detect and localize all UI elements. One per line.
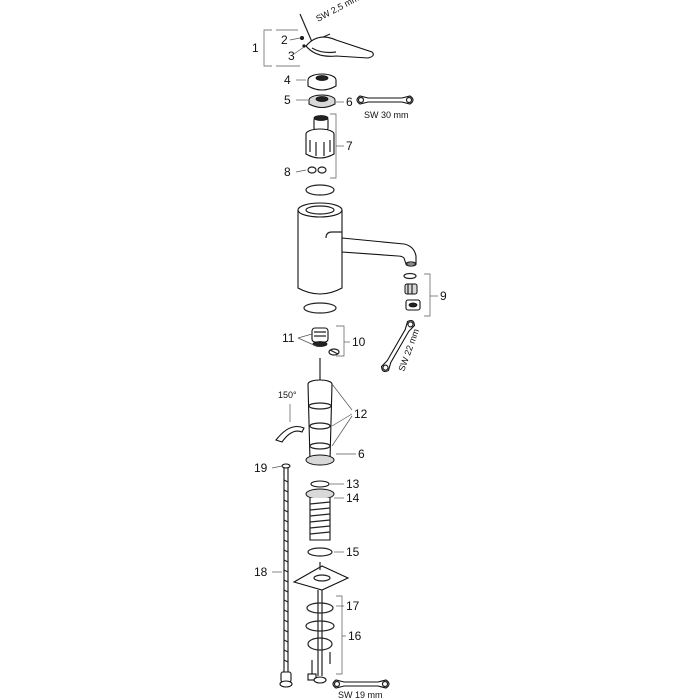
wrench-30-size-label: SW 30 mm <box>364 110 409 120</box>
washer <box>307 547 333 557</box>
wrench-22-size-label: SW 22 mm <box>396 327 421 372</box>
label-part-18: 18 <box>254 565 268 579</box>
seal-pair <box>307 166 327 174</box>
mounting-shaft <box>305 358 335 466</box>
center-hose <box>313 590 327 684</box>
retaining-clip <box>275 425 305 443</box>
angle-label: 150° <box>278 390 297 400</box>
triangle-plate <box>292 562 350 591</box>
nut <box>308 94 336 108</box>
label-part-1: 1 <box>252 41 259 55</box>
label-part-10: 10 <box>352 335 366 349</box>
side-hose <box>279 463 293 688</box>
label-part-6-bottom: 6 <box>358 447 365 461</box>
valve-insert <box>311 327 340 356</box>
label-part-8: 8 <box>284 165 291 179</box>
cartridge <box>305 115 335 159</box>
bracket-10 <box>336 325 345 357</box>
label-part-3: 3 <box>288 49 295 63</box>
label-part-2: 2 <box>281 33 288 47</box>
cap-ring <box>307 73 337 91</box>
mounting-set <box>305 602 335 681</box>
wrench-19-size-label: SW 19 mm <box>338 690 383 700</box>
label-part-19: 19 <box>254 461 268 475</box>
label-part-9: 9 <box>440 289 447 303</box>
bracket-9 <box>424 273 431 317</box>
label-part-14: 14 <box>346 491 360 505</box>
label-part-17: 17 <box>346 599 360 613</box>
label-part-7: 7 <box>346 139 353 153</box>
wrench-icon <box>380 319 416 373</box>
wrench-icon <box>332 679 390 689</box>
wrench-icon <box>356 95 414 105</box>
bracket-1 <box>263 29 272 67</box>
hex-key-size-label: SW 2,5 mm <box>314 0 360 24</box>
faucet-body <box>297 202 417 295</box>
bracket-16 <box>336 595 343 675</box>
label-part-6-top: 6 <box>346 95 353 109</box>
threaded-sleeve <box>305 480 335 541</box>
label-part-11: 11 <box>282 331 295 345</box>
label-part-13: 13 <box>346 477 360 491</box>
o-ring-upper <box>305 184 335 196</box>
label-part-5: 5 <box>284 93 291 107</box>
label-part-15: 15 <box>346 545 360 559</box>
label-part-12: 12 <box>354 407 368 421</box>
label-part-4: 4 <box>284 73 291 87</box>
o-ring-body <box>303 302 337 314</box>
aerator-set <box>403 272 421 311</box>
label-part-16: 16 <box>348 629 362 643</box>
